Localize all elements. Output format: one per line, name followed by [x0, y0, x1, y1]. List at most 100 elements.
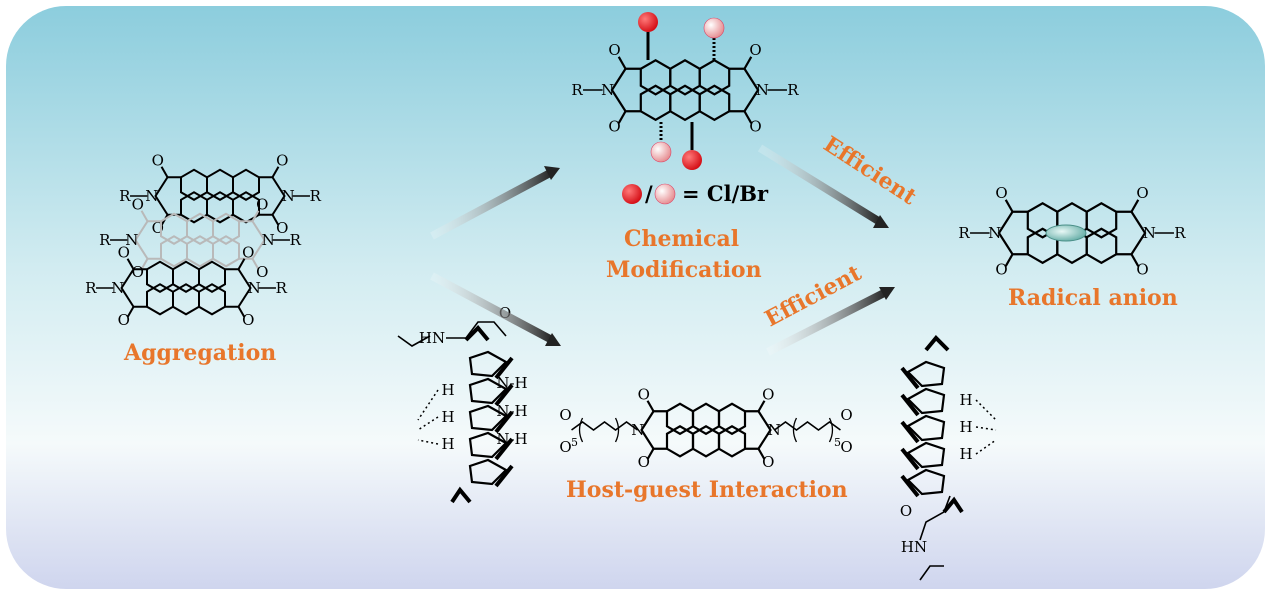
oxygen-label: O — [608, 118, 620, 136]
r-group-label: R — [1174, 224, 1186, 242]
oxygen-label: O — [900, 502, 912, 520]
r-group-label: R — [310, 187, 322, 205]
oxygen-label: O — [118, 243, 130, 261]
imide-ring — [120, 268, 148, 308]
oxygen-label: O — [132, 263, 144, 281]
legend-slash: / — [645, 181, 653, 206]
oxygen-label: O — [242, 311, 254, 329]
pyrrole-ring — [906, 414, 946, 442]
oxygen-label: O — [132, 195, 144, 213]
r-group-label: R — [571, 81, 583, 99]
imide-ring — [997, 210, 1028, 256]
pyrrole-ring — [468, 377, 508, 405]
oxygen-label: O — [276, 219, 288, 237]
aromatic-ring — [698, 84, 731, 122]
chlorine-ball — [682, 150, 702, 170]
nitrogen-label: N — [145, 187, 158, 205]
nitrogen-label: N — [125, 231, 138, 249]
pyrrole-ring — [906, 441, 946, 469]
nitrogen-label: N — [631, 421, 644, 439]
oxygen-label: O — [608, 41, 620, 59]
arrow-hostguest-to-radical — [766, 287, 895, 356]
oxygen-label: O — [749, 118, 761, 136]
oxygen-label: O — [559, 406, 571, 424]
imide-ring — [640, 410, 668, 450]
imide-ring — [258, 176, 286, 216]
pyrrole-ring — [468, 404, 508, 432]
aromatic-ring — [212, 235, 240, 268]
host-guest-complex: OONOON5OO5OOHHHHHHHNOHNON-HN-HN-H — [397, 304, 997, 581]
oxygen-label: O — [638, 453, 650, 471]
oxygen-label: O — [762, 385, 774, 403]
r-group-label: R — [290, 231, 302, 249]
r-group-label: R — [85, 279, 97, 297]
bromine-ball — [654, 183, 676, 205]
oxygen-label: O — [152, 151, 164, 169]
oxygen-label: O — [762, 453, 774, 471]
chlorine-ball — [622, 184, 642, 204]
legend-text: = Cl/Br — [682, 181, 769, 206]
imide-ring — [224, 268, 252, 308]
pyrrole-host: HHH — [900, 335, 997, 514]
hydrogen-label: H — [441, 408, 454, 426]
pyrrole-host: HHH — [417, 325, 514, 504]
halogen-legend: / = Cl/Br — [622, 181, 769, 206]
hydrogen-label: H — [441, 381, 454, 399]
nitrogen-label: N — [988, 224, 1001, 242]
hydrogen-label: H — [959, 445, 972, 463]
label-radical-anion: Radical anion — [1008, 285, 1178, 311]
imide-ring — [610, 67, 641, 113]
pyrrole-ring — [468, 350, 508, 378]
oxygen-label: O — [256, 195, 268, 213]
nh-label: N-H — [496, 402, 527, 420]
aromatic-ring — [198, 283, 226, 316]
oxygen-label: O — [276, 151, 288, 169]
bromine-ball — [650, 141, 672, 163]
oxygen-label: O — [995, 261, 1007, 279]
nitrogen-label: N — [768, 421, 781, 439]
aromatic-ring — [1085, 227, 1118, 265]
imide-ring — [729, 67, 760, 113]
chlorine-ball — [638, 12, 658, 32]
aromatic-ring — [717, 425, 747, 458]
nh-label: N-H — [496, 430, 527, 448]
pyrrole-ring — [906, 360, 946, 388]
oxygen-label: O — [242, 243, 254, 261]
oxygen-label: O — [638, 385, 650, 403]
r-group-label: R — [958, 224, 970, 242]
r-group-label: R — [276, 279, 288, 297]
oxygen-label: O — [749, 41, 761, 59]
oxygen-label: O — [840, 406, 852, 424]
nitrogen-label: N — [262, 231, 275, 249]
amide-nh-label: HN — [419, 329, 445, 347]
imide-ring — [1116, 210, 1147, 256]
radical-electron-ellipse — [1045, 224, 1087, 242]
oxygen-label: O — [118, 311, 130, 329]
label-hostguest: Host-guest Interaction — [566, 477, 848, 503]
nitrogen-label: N — [248, 279, 261, 297]
arrow-aggregation-to-hostguest — [430, 272, 561, 346]
alkyl-chain — [571, 421, 638, 431]
oxygen-label: O — [256, 263, 268, 281]
label-chemical-line2: Modification — [606, 257, 762, 283]
arrow-chemical-to-radical — [757, 144, 889, 228]
hydrogen-label: H — [959, 391, 972, 409]
repeat-subscript: 5 — [571, 436, 578, 449]
pyrrole-ring — [906, 468, 946, 496]
label-aggregation: Aggregation — [123, 340, 276, 366]
oxygen-label: O — [1136, 184, 1148, 202]
hydrogen-label: H — [441, 435, 454, 453]
oxygen-label: O — [559, 438, 571, 456]
arrow-aggregation-to-chemical — [430, 166, 560, 240]
bromine-ball — [703, 17, 725, 39]
imide-ring — [134, 220, 162, 260]
nitrogen-label: N — [111, 279, 124, 297]
nh-label: N-H — [496, 374, 527, 392]
imide-ring — [744, 410, 772, 450]
r-group-label: R — [787, 81, 799, 99]
